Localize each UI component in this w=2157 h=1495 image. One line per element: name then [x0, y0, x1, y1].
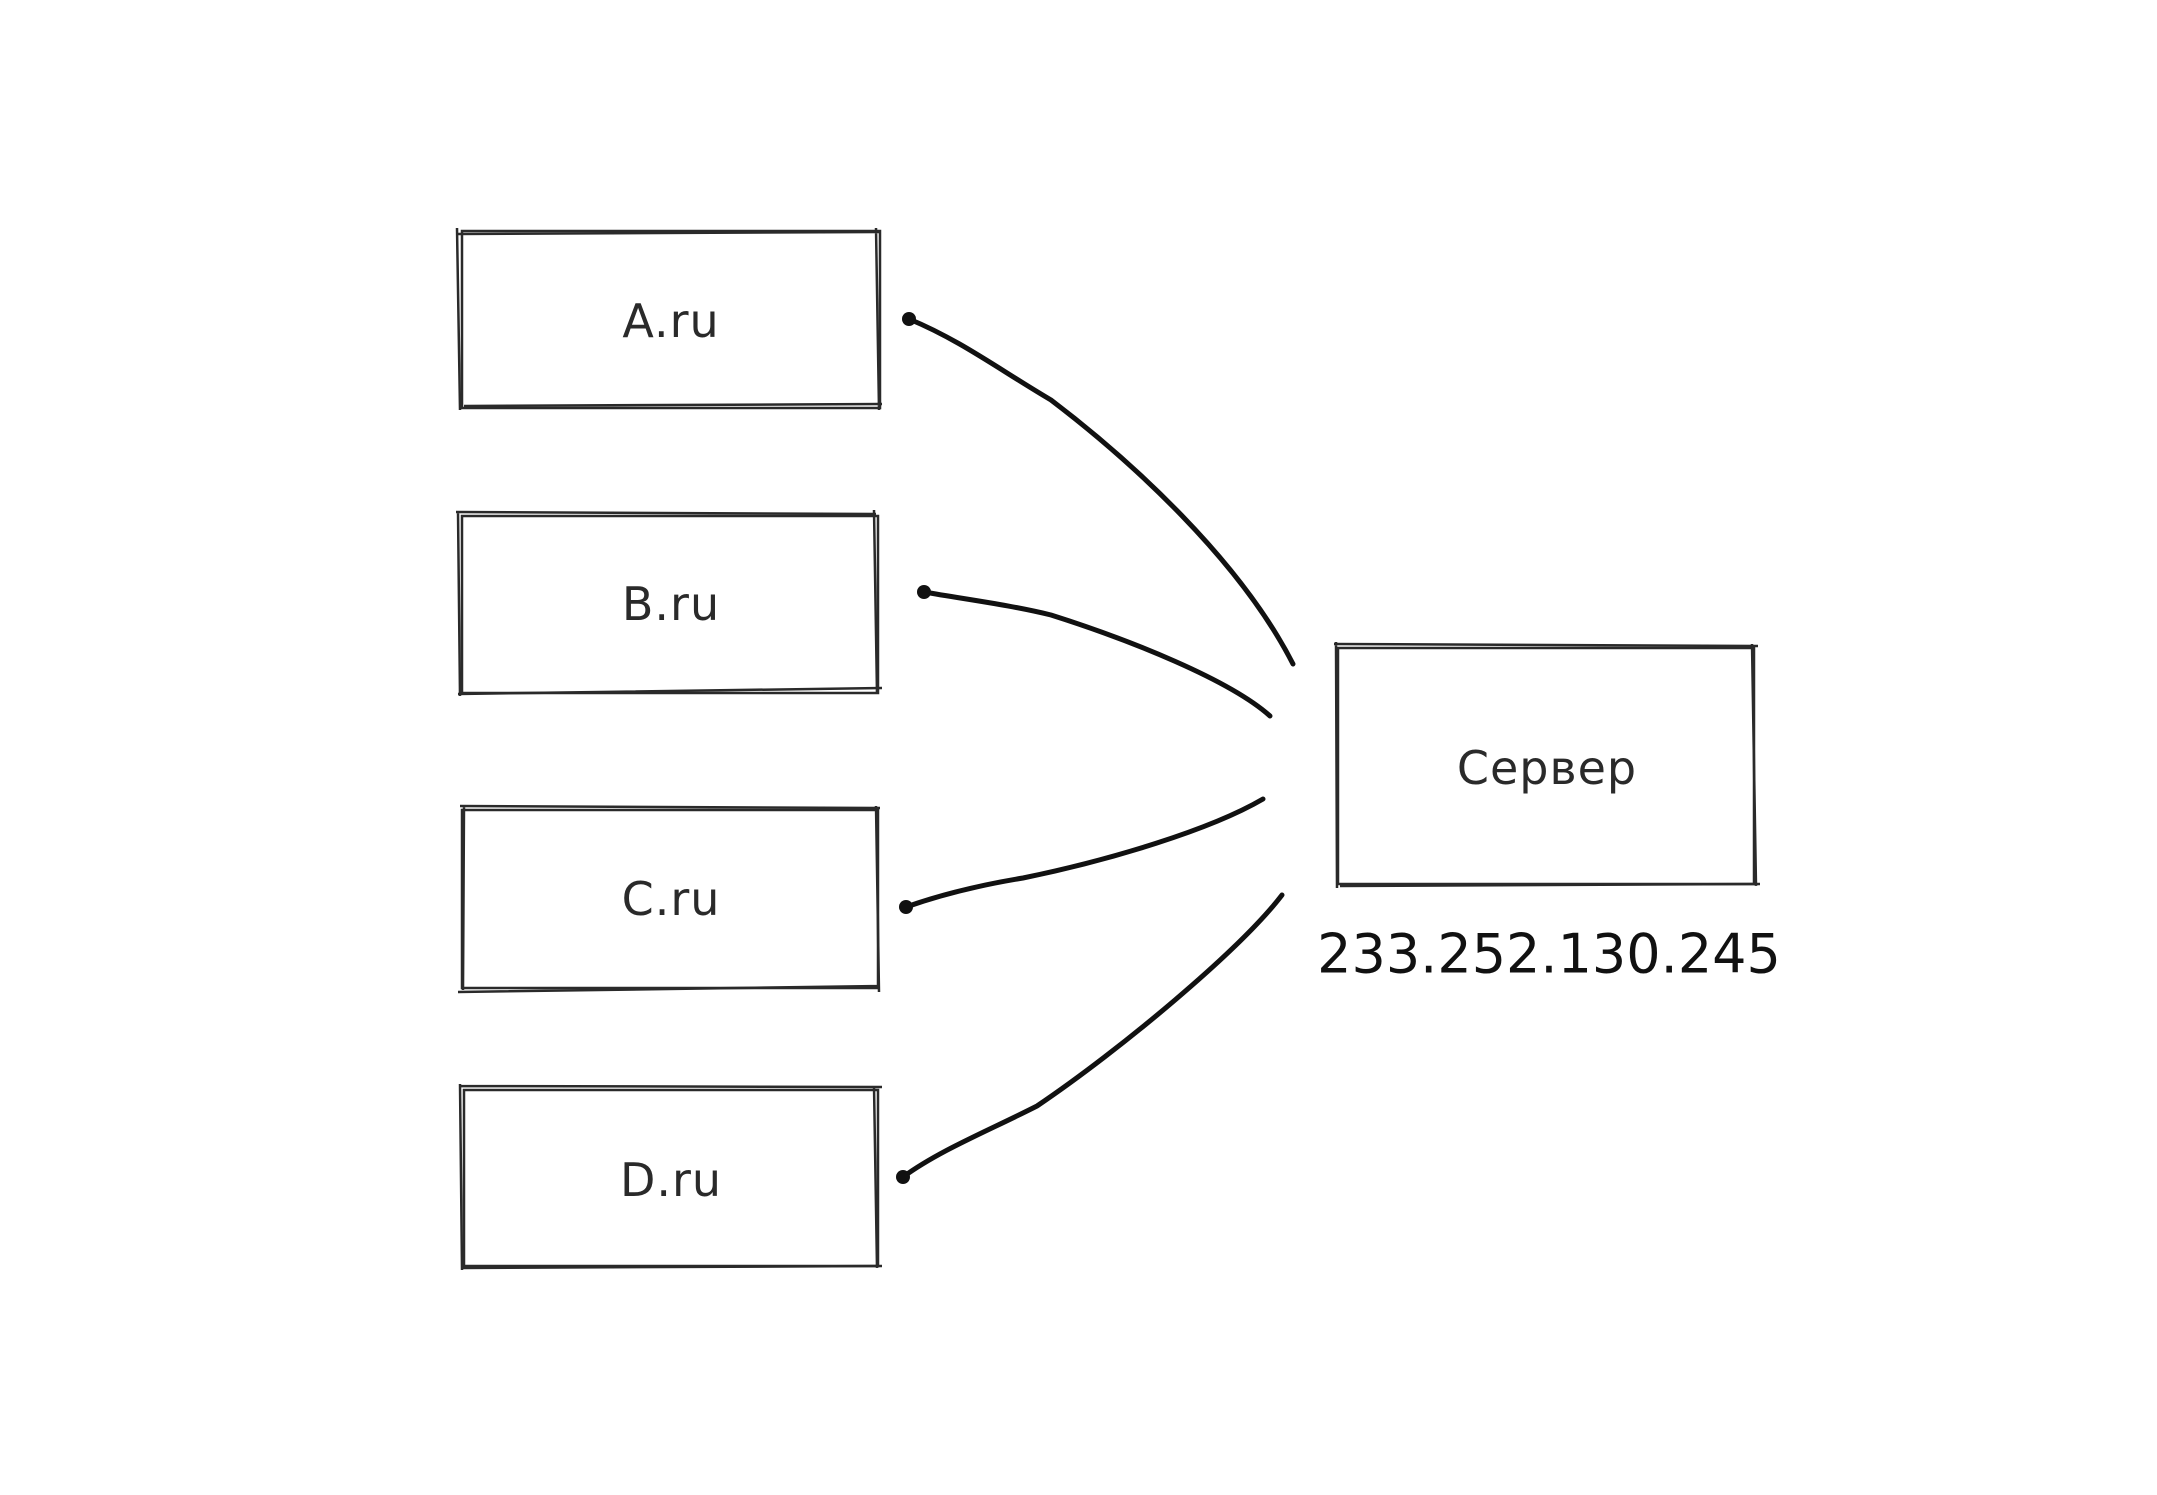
box-b	[455, 509, 883, 697]
server-label: Сервер	[1456, 741, 1638, 795]
box-d	[458, 1083, 883, 1271]
connector-d	[900, 892, 1285, 1180]
connector-b	[921, 589, 1273, 719]
client-label-a: A.ru	[622, 294, 720, 348]
box-c	[457, 804, 881, 994]
box-server	[1333, 641, 1761, 889]
client-label-b: B.ru	[621, 577, 721, 631]
box-a	[455, 227, 883, 411]
connector-c-endpoint	[899, 900, 913, 914]
connector-d-endpoint	[896, 1170, 910, 1184]
client-label-c: C.ru	[621, 872, 721, 926]
client-label-d: D.ru	[619, 1153, 723, 1207]
connector-a	[906, 316, 1296, 667]
connector-b-endpoint	[917, 585, 931, 599]
server-ip-address: 233.252.130.245	[1317, 922, 1781, 986]
connector-c	[903, 796, 1266, 910]
connector-a-endpoint	[902, 312, 916, 326]
